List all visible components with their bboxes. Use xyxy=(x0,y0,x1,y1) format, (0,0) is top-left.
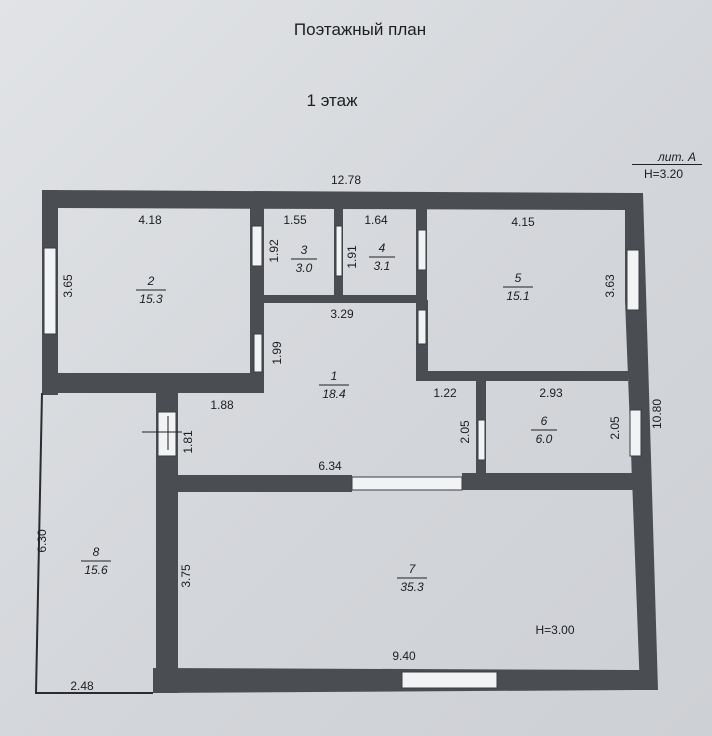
room-8-area: 15.6 xyxy=(84,563,108,577)
opening-room1-side xyxy=(253,333,263,373)
dim-room1-side: 1.99 xyxy=(270,341,284,365)
wall-room6-room7 xyxy=(462,473,638,490)
dim-overall-width: 12.78 xyxy=(331,173,361,187)
room-8-number: 8 xyxy=(93,545,100,559)
exterior-wall-bottom xyxy=(153,668,640,693)
room8-outline xyxy=(34,392,153,694)
door-room6 xyxy=(477,419,486,461)
wall-room34-bottom xyxy=(262,295,422,303)
dim-room1-step: 1.22 xyxy=(433,386,457,400)
floor-label: 1 этаж xyxy=(306,91,358,110)
dim-room4-width: 1.64 xyxy=(364,213,388,227)
opening-room5 xyxy=(417,309,427,345)
room-1-label: 1 18.4 xyxy=(319,369,349,401)
dim-room4-height: 1.91 xyxy=(345,245,359,269)
wall-room1-room7 xyxy=(176,475,352,492)
wall-room8-right xyxy=(156,393,178,693)
room-2-label: 2 15.3 xyxy=(136,274,166,306)
dim-room2-width: 4.18 xyxy=(138,213,162,227)
dim-room8-width: 2.48 xyxy=(70,679,94,693)
dim-room1-left: 1.88 xyxy=(210,398,234,412)
room-2-number: 2 xyxy=(147,274,155,288)
room-6-number: 6 xyxy=(541,414,548,428)
window-room6-right xyxy=(629,409,642,457)
window-room2-left xyxy=(43,247,57,335)
dim-room5-width: 4.15 xyxy=(511,215,535,229)
opening-room4 xyxy=(417,229,427,271)
plan-title: Поэтажный план xyxy=(293,20,427,39)
room-6-label: 6 6.0 xyxy=(531,414,557,446)
room-7-label: 7 35.3 xyxy=(397,562,427,594)
dim-overall-depth: 10.80 xyxy=(650,399,664,429)
room-4-area: 3.1 xyxy=(374,259,391,273)
ceiling-height-room7: H=3.00 xyxy=(535,623,574,637)
door-room8 xyxy=(157,411,177,457)
dim-room2-height: 3.65 xyxy=(61,274,75,298)
room-3-number: 3 xyxy=(301,243,308,257)
window-room5-right xyxy=(626,249,640,311)
door-room1-room7 xyxy=(351,476,463,491)
dim-room3-width: 1.55 xyxy=(283,213,307,227)
wall-room5-bottom xyxy=(416,371,628,381)
litera-note: лит. А H=3.20 xyxy=(632,150,702,181)
room-4-number: 4 xyxy=(379,241,386,255)
opening-room2 xyxy=(251,225,263,267)
dim-room8-height: 6.30 xyxy=(35,529,49,553)
room-1-number: 1 xyxy=(331,369,338,383)
dim-room7-width: 9.40 xyxy=(392,649,416,663)
room-5-label: 5 15.1 xyxy=(503,271,533,303)
room-7-area: 35.3 xyxy=(400,580,424,594)
room-3-area: 3.0 xyxy=(296,261,313,275)
ceiling-height-main: H=3.20 xyxy=(644,167,684,181)
room-6-area: 6.0 xyxy=(536,432,553,446)
dim-room7-height: 3.75 xyxy=(179,564,193,588)
room-2-area: 15.3 xyxy=(139,292,163,306)
dim-room1-bottom: 6.34 xyxy=(318,459,342,473)
room-7-number: 7 xyxy=(409,562,417,576)
dim-room1-top: 3.29 xyxy=(330,307,354,321)
room-4-label: 4 3.1 xyxy=(369,241,395,273)
dim-room6-height: 2.05 xyxy=(608,416,622,440)
room-1-area: 18.4 xyxy=(322,387,346,401)
opening-room3 xyxy=(335,225,343,277)
room-5-number: 5 xyxy=(515,271,522,285)
room-8-label: 8 15.6 xyxy=(81,545,111,577)
dim-room1-height2: 1.81 xyxy=(181,430,195,454)
window-room7-bottom xyxy=(401,671,498,689)
room-3-label: 3 3.0 xyxy=(291,243,317,275)
dim-room5-height: 3.63 xyxy=(603,274,617,298)
dim-room1-height3: 2.05 xyxy=(458,420,472,444)
room-5-area: 15.1 xyxy=(506,289,529,303)
dim-room6-width: 2.93 xyxy=(539,386,563,400)
litera-label: лит. А xyxy=(632,150,702,165)
wall-room2-bottom xyxy=(42,373,264,393)
dim-room3-height: 1.92 xyxy=(267,239,281,263)
